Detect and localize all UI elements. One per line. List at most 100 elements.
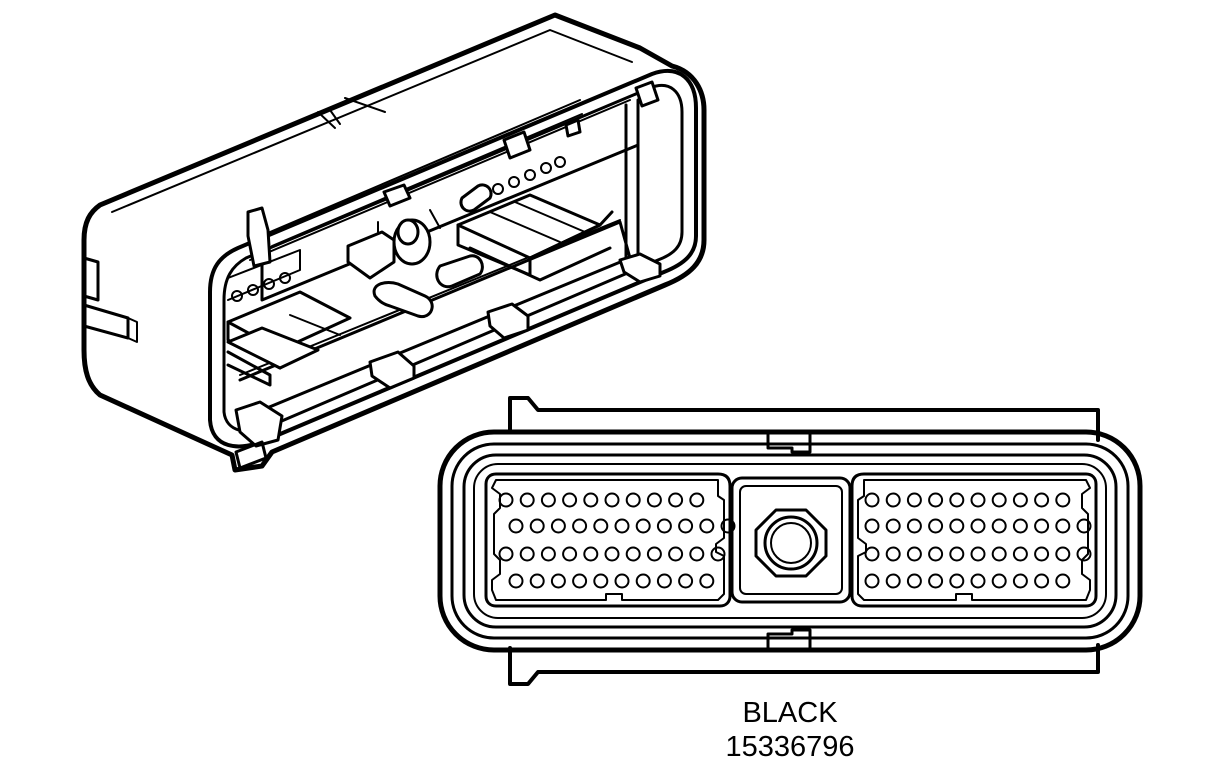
pin-cavity <box>668 546 684 562</box>
pin-cavity <box>625 546 641 562</box>
pin-cavity <box>498 492 514 508</box>
pin-cavity <box>949 492 965 508</box>
pin-cavity <box>583 546 599 562</box>
pin-cavity <box>498 546 514 562</box>
pin-cavity <box>656 573 672 589</box>
right-terminal-blades <box>456 193 614 282</box>
pin-cavity <box>928 546 944 562</box>
front-frame-outer <box>208 69 698 449</box>
pin-cavity <box>656 518 672 534</box>
pin-cavity <box>906 518 922 534</box>
pin-cavity <box>529 518 545 534</box>
pin-cavity <box>678 518 694 534</box>
left-pin-cavities <box>498 492 736 589</box>
pin-cavity <box>991 518 1007 534</box>
pin-cavity <box>1055 492 1071 508</box>
pin-cavity <box>928 518 944 534</box>
pin-cavity <box>572 573 588 589</box>
shell-latch-tab <box>82 303 130 340</box>
pin-cavity <box>689 492 705 508</box>
pin-cavity <box>928 573 944 589</box>
shell-side-step <box>82 256 100 302</box>
pin-cavity <box>991 546 1007 562</box>
pin-cavity <box>625 492 641 508</box>
pin-cavity <box>885 518 901 534</box>
center-post-hex <box>754 508 828 578</box>
pin-cavity <box>614 573 630 589</box>
pin-cavity <box>635 518 651 534</box>
pin-cavity <box>508 518 524 534</box>
pin-cavity <box>949 573 965 589</box>
pin-cavity <box>885 492 901 508</box>
pin-cavity <box>572 518 588 534</box>
pin-cavity <box>1076 518 1092 534</box>
pin-cavity <box>562 492 578 508</box>
pin-cavity <box>1076 546 1092 562</box>
pin-cavity <box>540 492 556 508</box>
pin-cavity <box>864 518 880 534</box>
pin-cavity <box>1012 546 1028 562</box>
pin-cavity <box>885 573 901 589</box>
pin-cavity <box>1012 492 1028 508</box>
pin-cavity <box>949 518 965 534</box>
connector-face-view <box>437 396 1143 686</box>
pin-cavity <box>906 492 922 508</box>
pin-cavity <box>1012 518 1028 534</box>
pin-cavity <box>864 546 880 562</box>
pin-cavity <box>668 492 684 508</box>
pin-cavity <box>1055 518 1071 534</box>
pin-cavity <box>583 492 599 508</box>
pin-cavity <box>519 492 535 508</box>
connector-color-label: BLACK <box>742 697 838 729</box>
pin-cavity <box>970 518 986 534</box>
left-terminal-blades <box>226 290 352 387</box>
pin-cavity <box>529 573 545 589</box>
top-flange <box>508 396 1100 442</box>
pin-cavity <box>1055 546 1071 562</box>
pin-cavity <box>1012 573 1028 589</box>
left-terminal-block <box>484 472 732 608</box>
connector-perspective-view <box>81 12 707 473</box>
pin-cavity <box>885 546 901 562</box>
pin-cavity <box>508 573 524 589</box>
pin-cavity <box>1034 546 1050 562</box>
pin-cavity <box>678 573 694 589</box>
frame-latch-clips <box>234 80 662 448</box>
center-post-housing <box>730 476 852 604</box>
pin-cavity <box>970 492 986 508</box>
pin-cavity <box>710 546 726 562</box>
pin-cavity <box>970 546 986 562</box>
pin-cavity <box>550 573 566 589</box>
pin-cavity <box>562 546 578 562</box>
connector-part-number: 15336796 <box>725 731 855 763</box>
pin-cavity <box>635 573 651 589</box>
pin-cavity <box>991 573 1007 589</box>
pin-cavity <box>593 518 609 534</box>
pin-cavity <box>928 492 944 508</box>
right-pin-cavities <box>864 492 1092 589</box>
pin-cavity <box>689 546 705 562</box>
front-frame-inner <box>222 84 684 433</box>
face-housing-outer <box>437 429 1143 653</box>
pin-cavity <box>864 573 880 589</box>
pin-cavity <box>699 573 715 589</box>
pin-cavity <box>614 518 630 534</box>
pin-cavity <box>864 492 880 508</box>
pin-cavity <box>604 492 620 508</box>
pin-cavity <box>1034 573 1050 589</box>
pin-cavity <box>1055 573 1071 589</box>
pin-cavity <box>991 492 1007 508</box>
pin-cavity <box>1034 518 1050 534</box>
pin-cavity <box>593 573 609 589</box>
pin-cavity <box>519 546 535 562</box>
pin-cavity <box>906 546 922 562</box>
bottom-flange <box>508 643 1100 686</box>
right-terminal-block <box>850 472 1098 608</box>
center-posts <box>346 183 493 319</box>
pin-cavity <box>970 573 986 589</box>
pin-cavity <box>949 546 965 562</box>
pin-cavity <box>699 518 715 534</box>
pin-cavity <box>720 518 736 534</box>
pin-cavity <box>540 546 556 562</box>
